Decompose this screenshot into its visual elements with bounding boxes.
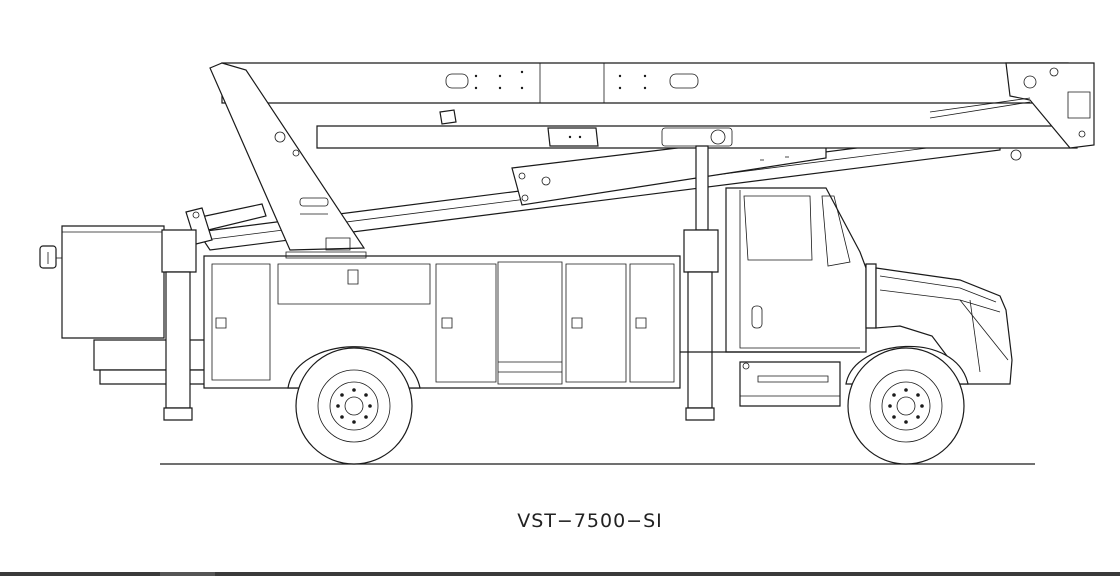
boom-knuckle xyxy=(930,63,1094,160)
rear-outrigger xyxy=(162,230,196,420)
chassis xyxy=(680,352,860,406)
boom-pivot-arm xyxy=(210,63,364,250)
truck-hood xyxy=(876,268,1012,384)
boom-cylinder xyxy=(317,126,1077,148)
model-label: VST−7500−SI xyxy=(517,510,663,532)
rear-platform xyxy=(94,340,214,384)
front-outrigger xyxy=(684,146,718,420)
bottom-bar xyxy=(0,572,1120,576)
bucket xyxy=(40,226,164,338)
truck-cab xyxy=(726,188,876,352)
upper-boom xyxy=(222,63,1068,124)
bottom-bar-segment xyxy=(160,572,215,576)
jib-arm xyxy=(186,204,266,244)
rear-wheel xyxy=(296,348,412,464)
front-wheel xyxy=(848,348,964,464)
utility-body xyxy=(204,252,680,388)
